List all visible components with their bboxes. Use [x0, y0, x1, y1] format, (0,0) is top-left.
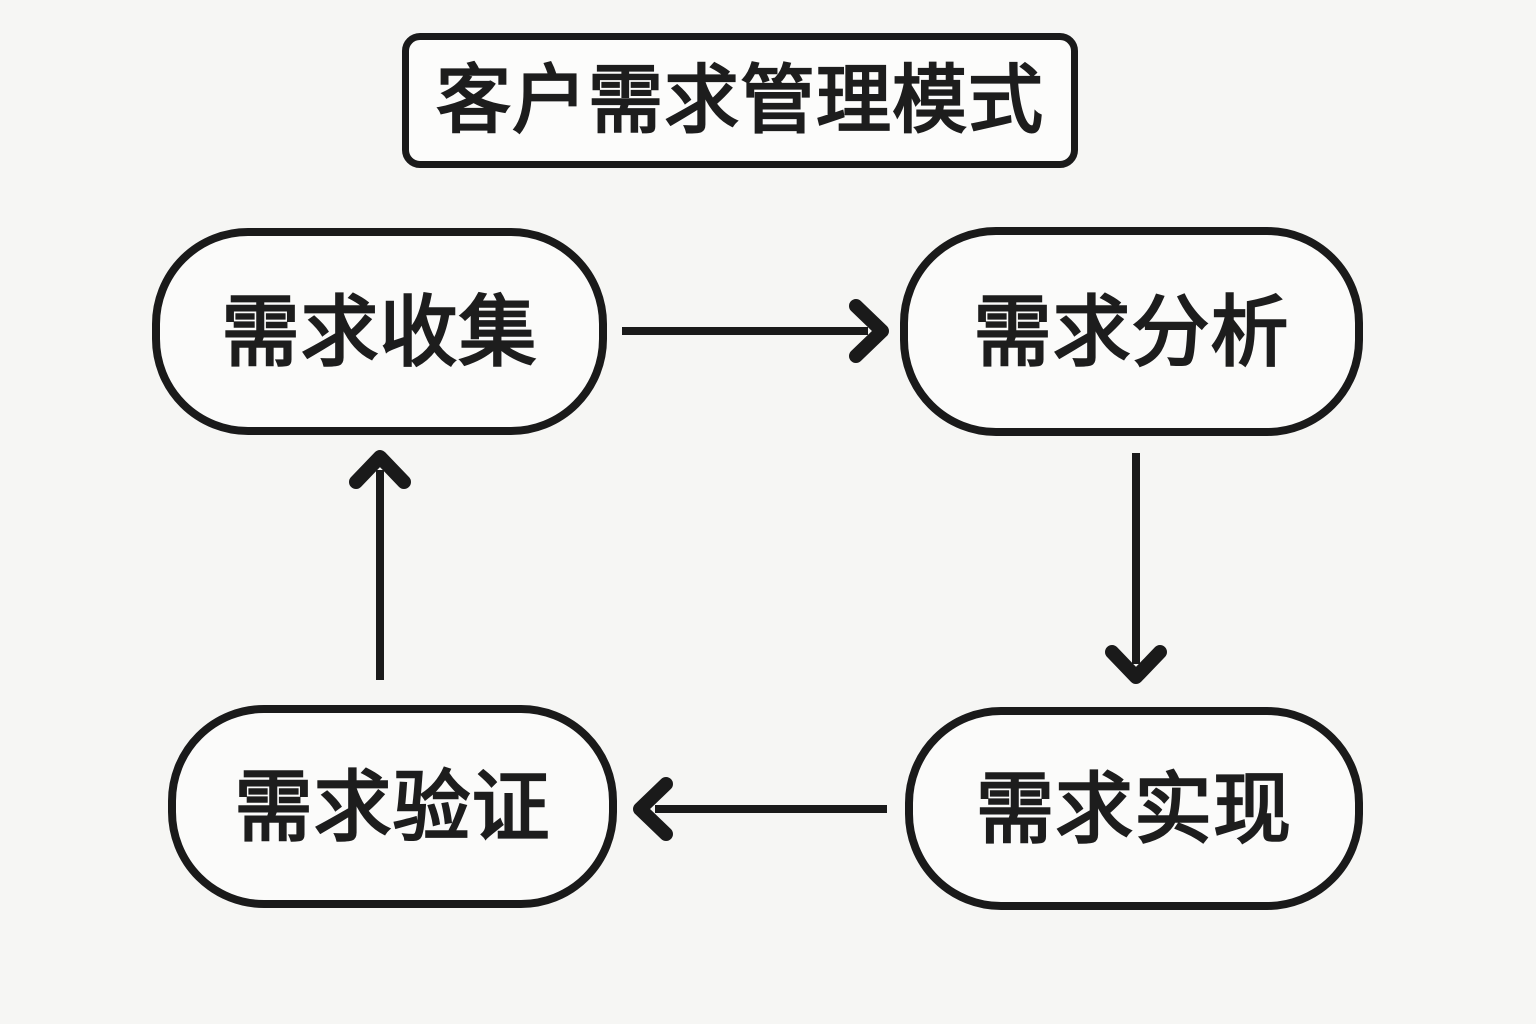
node-label: 需求实现	[975, 764, 1292, 853]
node-requirements-analysis: 需求分析	[900, 227, 1363, 436]
arrow-implementation-to-verification	[633, 777, 887, 841]
arrow-verification-to-collection	[349, 450, 411, 680]
node-label: 需求验证	[234, 762, 551, 851]
node-requirements-verification: 需求验证	[168, 705, 617, 908]
node-requirements-implementation: 需求实现	[905, 707, 1363, 910]
diagram-title-box: 客户需求管理模式	[402, 33, 1078, 168]
diagram-title: 客户需求管理模式	[435, 58, 1044, 142]
arrow-analysis-to-implementation	[1105, 453, 1167, 684]
arrow-collection-to-analysis	[622, 299, 889, 363]
node-requirements-collection: 需求收集	[152, 228, 607, 435]
node-label: 需求收集	[221, 287, 538, 376]
node-label: 需求分析	[973, 287, 1290, 376]
